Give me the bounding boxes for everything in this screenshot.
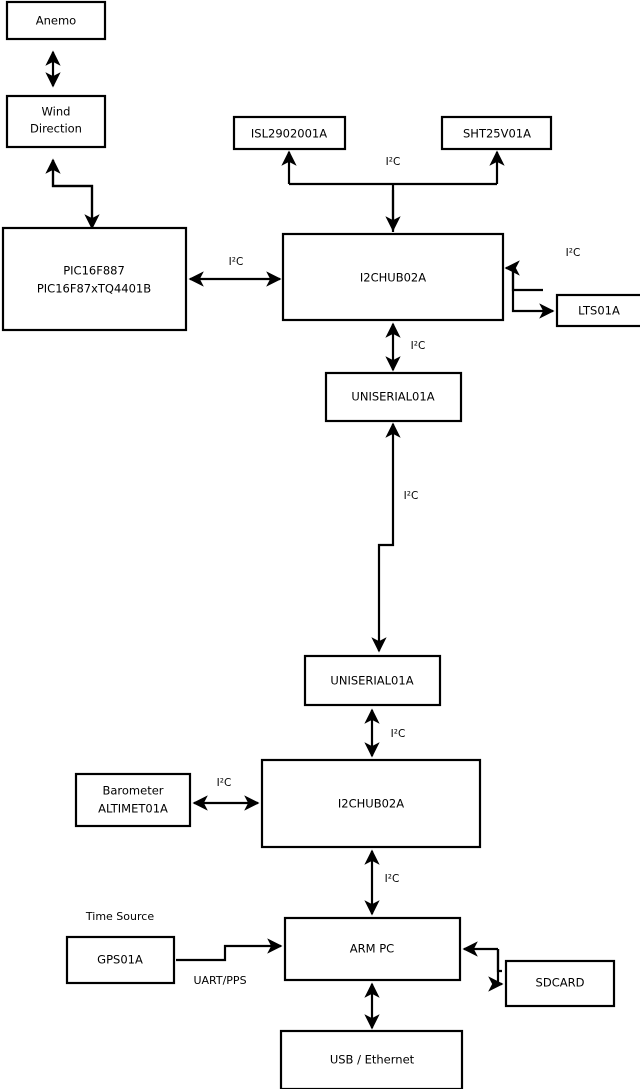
block-i2chub02a-top-label: I2CHUB02A xyxy=(360,271,426,285)
edge-label-uniserial-hubbot: I²C xyxy=(391,728,406,740)
connector-winddirection-to-pic xyxy=(51,160,100,230)
block-sdcard-label: SDCARD xyxy=(536,976,585,990)
block-uniserial01a-bottom-rect xyxy=(303,654,442,707)
block-isl2902001a[interactable]: ISL2902001A xyxy=(232,115,347,151)
block-arm-pc[interactable]: ARM PC xyxy=(283,916,462,982)
block-usb-ethernet-rect xyxy=(279,1029,464,1089)
block-sdcard[interactable]: SDCARD xyxy=(504,959,616,1008)
block-sht25v01a-label: SHT25V01A xyxy=(463,127,531,141)
block-arm-pc-label: ARM PC xyxy=(350,942,394,956)
edge-label-hub-uniserial: I²C xyxy=(411,340,426,352)
block-pic-label-line1: PIC16F887 xyxy=(63,264,125,278)
block-i2chub02a-bottom[interactable]: I2CHUB02A xyxy=(260,758,482,849)
edge-label-gps-armpc: UART/PPS xyxy=(193,974,246,987)
block-gps01a-rect xyxy=(65,935,176,985)
block-uniserial01a-bottom[interactable]: UNISERIAL01A xyxy=(303,654,442,707)
block-pic-rect xyxy=(1,226,188,332)
connector-lts-to-hubtop xyxy=(504,260,520,290)
edge-label-barometer-hubbot: I²C xyxy=(217,777,232,789)
block-lts01a[interactable]: LTS01A xyxy=(555,293,640,328)
block-uniserial01a-top-rect xyxy=(324,371,463,423)
free-label-time-source: Time Source xyxy=(85,910,154,923)
block-usb-ethernet-label: USB / Ethernet xyxy=(330,1053,415,1067)
block-uniserial01a-top-label: UNISERIAL01A xyxy=(351,390,434,404)
block-wind-direction-rect xyxy=(5,94,107,149)
block-isl2902001a-label: ISL2902001A xyxy=(251,127,327,141)
edge-label-hubbot-armpc: I²C xyxy=(385,873,400,885)
block-arm-pc-rect xyxy=(283,916,462,982)
edge-label-pic-hub: I²C xyxy=(229,256,244,268)
connector-armpc-to-sdcard xyxy=(488,949,504,992)
block-wind-direction-label-line1: Wind xyxy=(42,105,71,119)
block-anemo-label: Anemo xyxy=(36,14,76,28)
block-uniserial01a-bottom-label: UNISERIAL01A xyxy=(330,674,413,688)
block-anemo-rect xyxy=(5,0,107,41)
block-usb-ethernet[interactable]: USB / Ethernet xyxy=(279,1029,464,1089)
block-i2chub02a-bottom-label: I2CHUB02A xyxy=(338,797,404,811)
block-isl2902001a-rect xyxy=(232,115,347,151)
block-pic[interactable]: PIC16F887 PIC16F87xTQ4401B xyxy=(1,226,188,332)
block-barometer[interactable]: Barometer ALTIMET01A xyxy=(74,772,192,828)
block-anemo[interactable]: Anemo xyxy=(5,0,107,41)
block-pic-label-line2: PIC16F87xTQ4401B xyxy=(37,282,151,296)
edge-label-uniserial-uniserial: I²C xyxy=(404,490,419,502)
connector-lts-in-stub xyxy=(511,268,543,292)
connector-hubtop-to-lts xyxy=(511,290,555,319)
block-gps01a-label: GPS01A xyxy=(97,953,143,967)
block-sdcard-rect xyxy=(504,959,616,1008)
block-wind-direction-label-line2: Direction xyxy=(30,122,82,136)
block-i2chub02a-top-rect xyxy=(281,232,505,322)
block-wind-direction[interactable]: Wind Direction xyxy=(5,94,107,149)
edge-label-hub-lts: I²C xyxy=(566,247,581,259)
block-barometer-label-line2: ALTIMET01A xyxy=(98,802,168,816)
edge-label-sensor-bus: I²C xyxy=(386,156,401,168)
block-uniserial01a-top[interactable]: UNISERIAL01A xyxy=(324,371,463,423)
block-gps01a[interactable]: GPS01A xyxy=(65,935,176,985)
block-lts01a-rect xyxy=(555,293,640,328)
connector-gps-to-armpc xyxy=(176,938,283,962)
block-barometer-label-line1: Barometer xyxy=(102,784,163,798)
block-i2chub02a-top[interactable]: I2CHUB02A xyxy=(281,232,505,322)
block-i2chub02a-bottom-rect xyxy=(260,758,482,849)
connector-uniserialtop-to-uniserialbot xyxy=(371,422,401,653)
block-sht25v01a[interactable]: SHT25V01A xyxy=(440,115,553,151)
block-sht25v01a-rect xyxy=(440,115,553,151)
block-lts01a-label: LTS01A xyxy=(578,304,620,318)
block-barometer-rect xyxy=(74,772,192,828)
connector-pic-to-winddirection xyxy=(45,158,94,228)
